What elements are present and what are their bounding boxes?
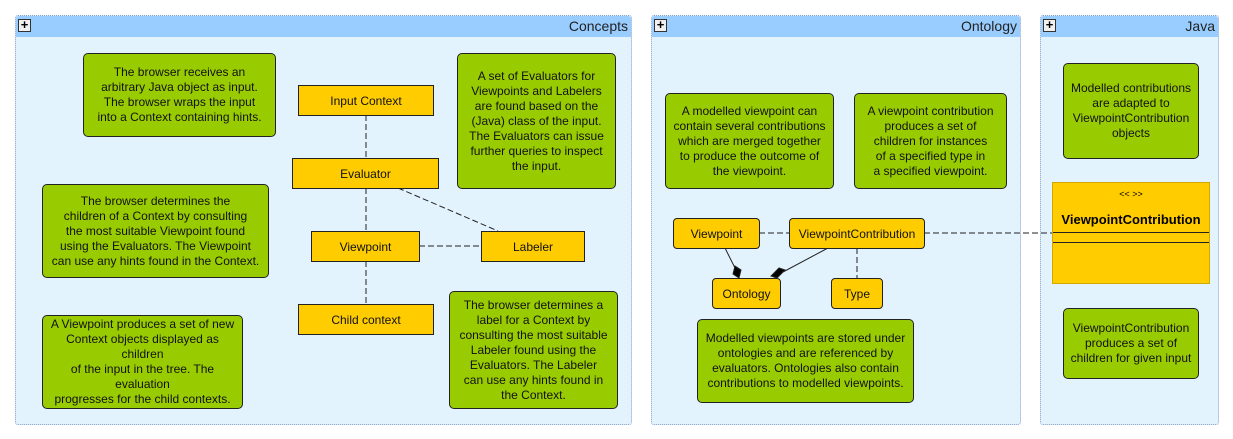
class-divider — [1053, 232, 1209, 233]
note-modelled-contributions: Modelled contributions are adapted to Vi… — [1063, 63, 1199, 159]
node-onto-viewpoint[interactable]: Viewpoint — [673, 218, 760, 249]
java-panel-header: + Java — [1041, 16, 1218, 37]
node-onto-type[interactable]: Type — [831, 278, 883, 309]
link-viewpoint-ontology — [724, 247, 736, 269]
class-stereotype: << >> — [1119, 189, 1143, 199]
note-browser-input: The browser receives an arbitrary Java o… — [83, 53, 276, 137]
diamond-icon — [770, 267, 786, 279]
note-viewpoint-produces: A Viewpoint produces a set of new Contex… — [42, 315, 243, 409]
expand-icon[interactable]: + — [1043, 18, 1056, 32]
class-name: ViewpointContribution — [1061, 212, 1201, 227]
class-divider — [1053, 242, 1209, 243]
node-viewpoint[interactable]: Viewpoint — [311, 231, 420, 262]
diamond-icon — [732, 265, 742, 279]
note-viewpoint-contribution: A viewpoint contribution produces a set … — [854, 93, 1007, 189]
note-labeler: The browser determines a label for a Con… — [449, 291, 618, 409]
node-onto-viewpoint-contribution[interactable]: ViewpointContribution — [789, 218, 925, 249]
note-ontologies: Modelled viewpoints are stored under ont… — [697, 319, 914, 403]
panel-title: Java — [1185, 18, 1215, 34]
note-modelled-viewpoint: A modelled viewpoint can contain several… — [665, 93, 834, 189]
note-children: The browser determines the children of a… — [42, 184, 269, 278]
node-input-context[interactable]: Input Context — [298, 85, 434, 116]
node-labeler[interactable]: Labeler — [481, 231, 585, 262]
expand-icon[interactable]: + — [654, 18, 667, 32]
node-evaluator[interactable]: Evaluator — [292, 158, 439, 189]
note-evaluators: A set of Evaluators for Viewpoints and L… — [457, 53, 616, 189]
node-onto-ontology[interactable]: Ontology — [712, 278, 781, 309]
expand-icon[interactable]: + — [18, 18, 31, 32]
note-contribution-produces: ViewpointContribution produces a set of … — [1063, 308, 1199, 379]
node-child-context[interactable]: Child context — [298, 304, 434, 335]
panel-title: Concepts — [568, 18, 628, 34]
class-viewpoint-contribution[interactable]: << >> ViewpointContribution — [1052, 182, 1210, 284]
link-evaluator-labeler — [397, 187, 499, 232]
ontology-panel-header: + Ontology — [652, 16, 1020, 37]
concepts-panel-header: + Concepts — [16, 16, 631, 37]
panel-title: Ontology — [960, 18, 1017, 34]
link-contribution-ontology — [782, 247, 829, 273]
